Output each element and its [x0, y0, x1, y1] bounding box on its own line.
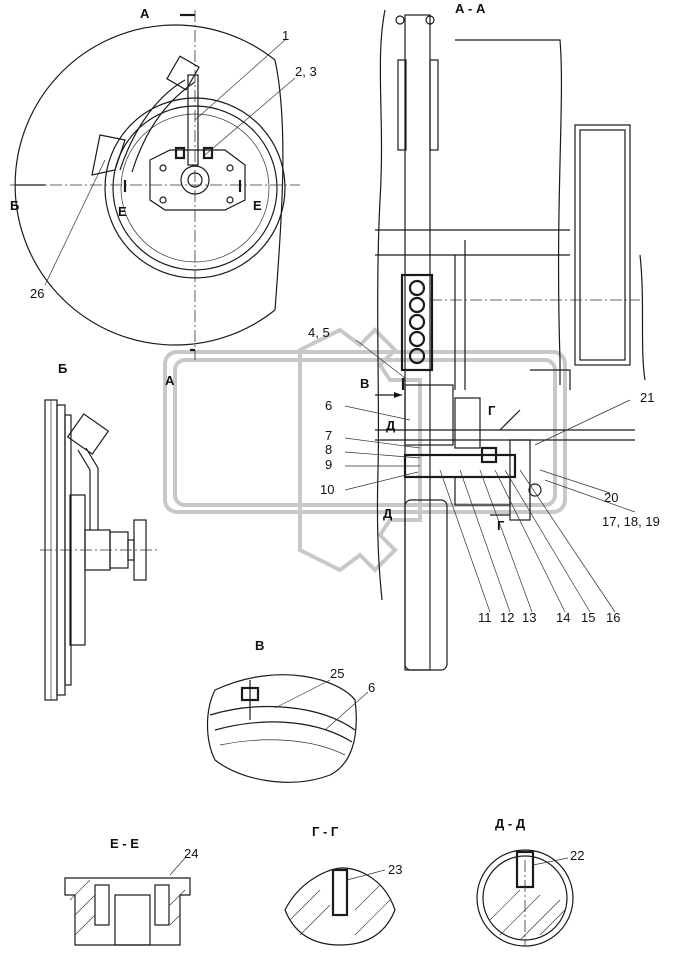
callout-10: 10 — [320, 482, 334, 497]
section-gg-title: Г - Г — [312, 824, 339, 839]
callout-1: 1 — [282, 28, 289, 43]
view-a-wheel — [10, 10, 300, 360]
section-g-top: Г — [488, 403, 496, 418]
section-a-bottom: А — [165, 373, 175, 388]
section-aa — [344, 9, 646, 671]
section-aa-title: А - А — [455, 1, 486, 16]
callout-11: 11 — [478, 610, 492, 625]
callout-25: 25 — [330, 666, 344, 681]
section-e-left: Е — [118, 204, 127, 219]
view-v-marker: В — [360, 376, 369, 391]
callout-7: 7 — [325, 428, 332, 443]
callout-23: 23 — [388, 862, 402, 877]
callout-20: 20 — [604, 490, 618, 505]
section-b-marker: Б — [10, 198, 19, 213]
callout-12: 12 — [500, 610, 514, 625]
section-dd-title: Д - Д — [495, 816, 526, 831]
view-b-title: Б — [58, 361, 67, 376]
callout-9: 9 — [325, 457, 332, 472]
watermark-logo — [163, 327, 567, 573]
section-e-right: Е — [253, 198, 262, 213]
callout-24: 24 — [184, 846, 198, 861]
section-gg — [284, 867, 396, 946]
callout-8: 8 — [325, 442, 332, 457]
section-dd — [476, 849, 574, 947]
callout-15: 15 — [581, 610, 595, 625]
callout-13: 13 — [522, 610, 536, 625]
callout-14: 14 — [556, 610, 570, 625]
callout-21: 21 — [640, 390, 654, 405]
section-d-top: Д — [386, 418, 396, 433]
view-b-side — [40, 399, 160, 701]
callout-17-18-19: 17, 18, 19 — [602, 514, 660, 529]
section-ee-title: Е - Е — [110, 836, 139, 851]
labels: А А А - А Б Б Е Е В В Г Г Д Д Е - Е Г - … — [10, 1, 660, 877]
section-ee — [64, 857, 191, 946]
view-v-title: В — [255, 638, 264, 653]
callout-22: 22 — [570, 848, 584, 863]
callout-26: 26 — [30, 286, 44, 301]
callout-16: 16 — [606, 610, 620, 625]
callout-6-detail: 6 — [368, 680, 375, 695]
callout-6: 6 — [325, 398, 332, 413]
section-d-bottom: Д — [383, 506, 393, 521]
section-a-top: А — [140, 6, 150, 21]
callout-4-5: 4, 5 — [308, 325, 330, 340]
section-g-bottom: Г — [497, 518, 505, 533]
view-v-detail — [206, 674, 369, 783]
callout-2-3: 2, 3 — [295, 64, 317, 79]
